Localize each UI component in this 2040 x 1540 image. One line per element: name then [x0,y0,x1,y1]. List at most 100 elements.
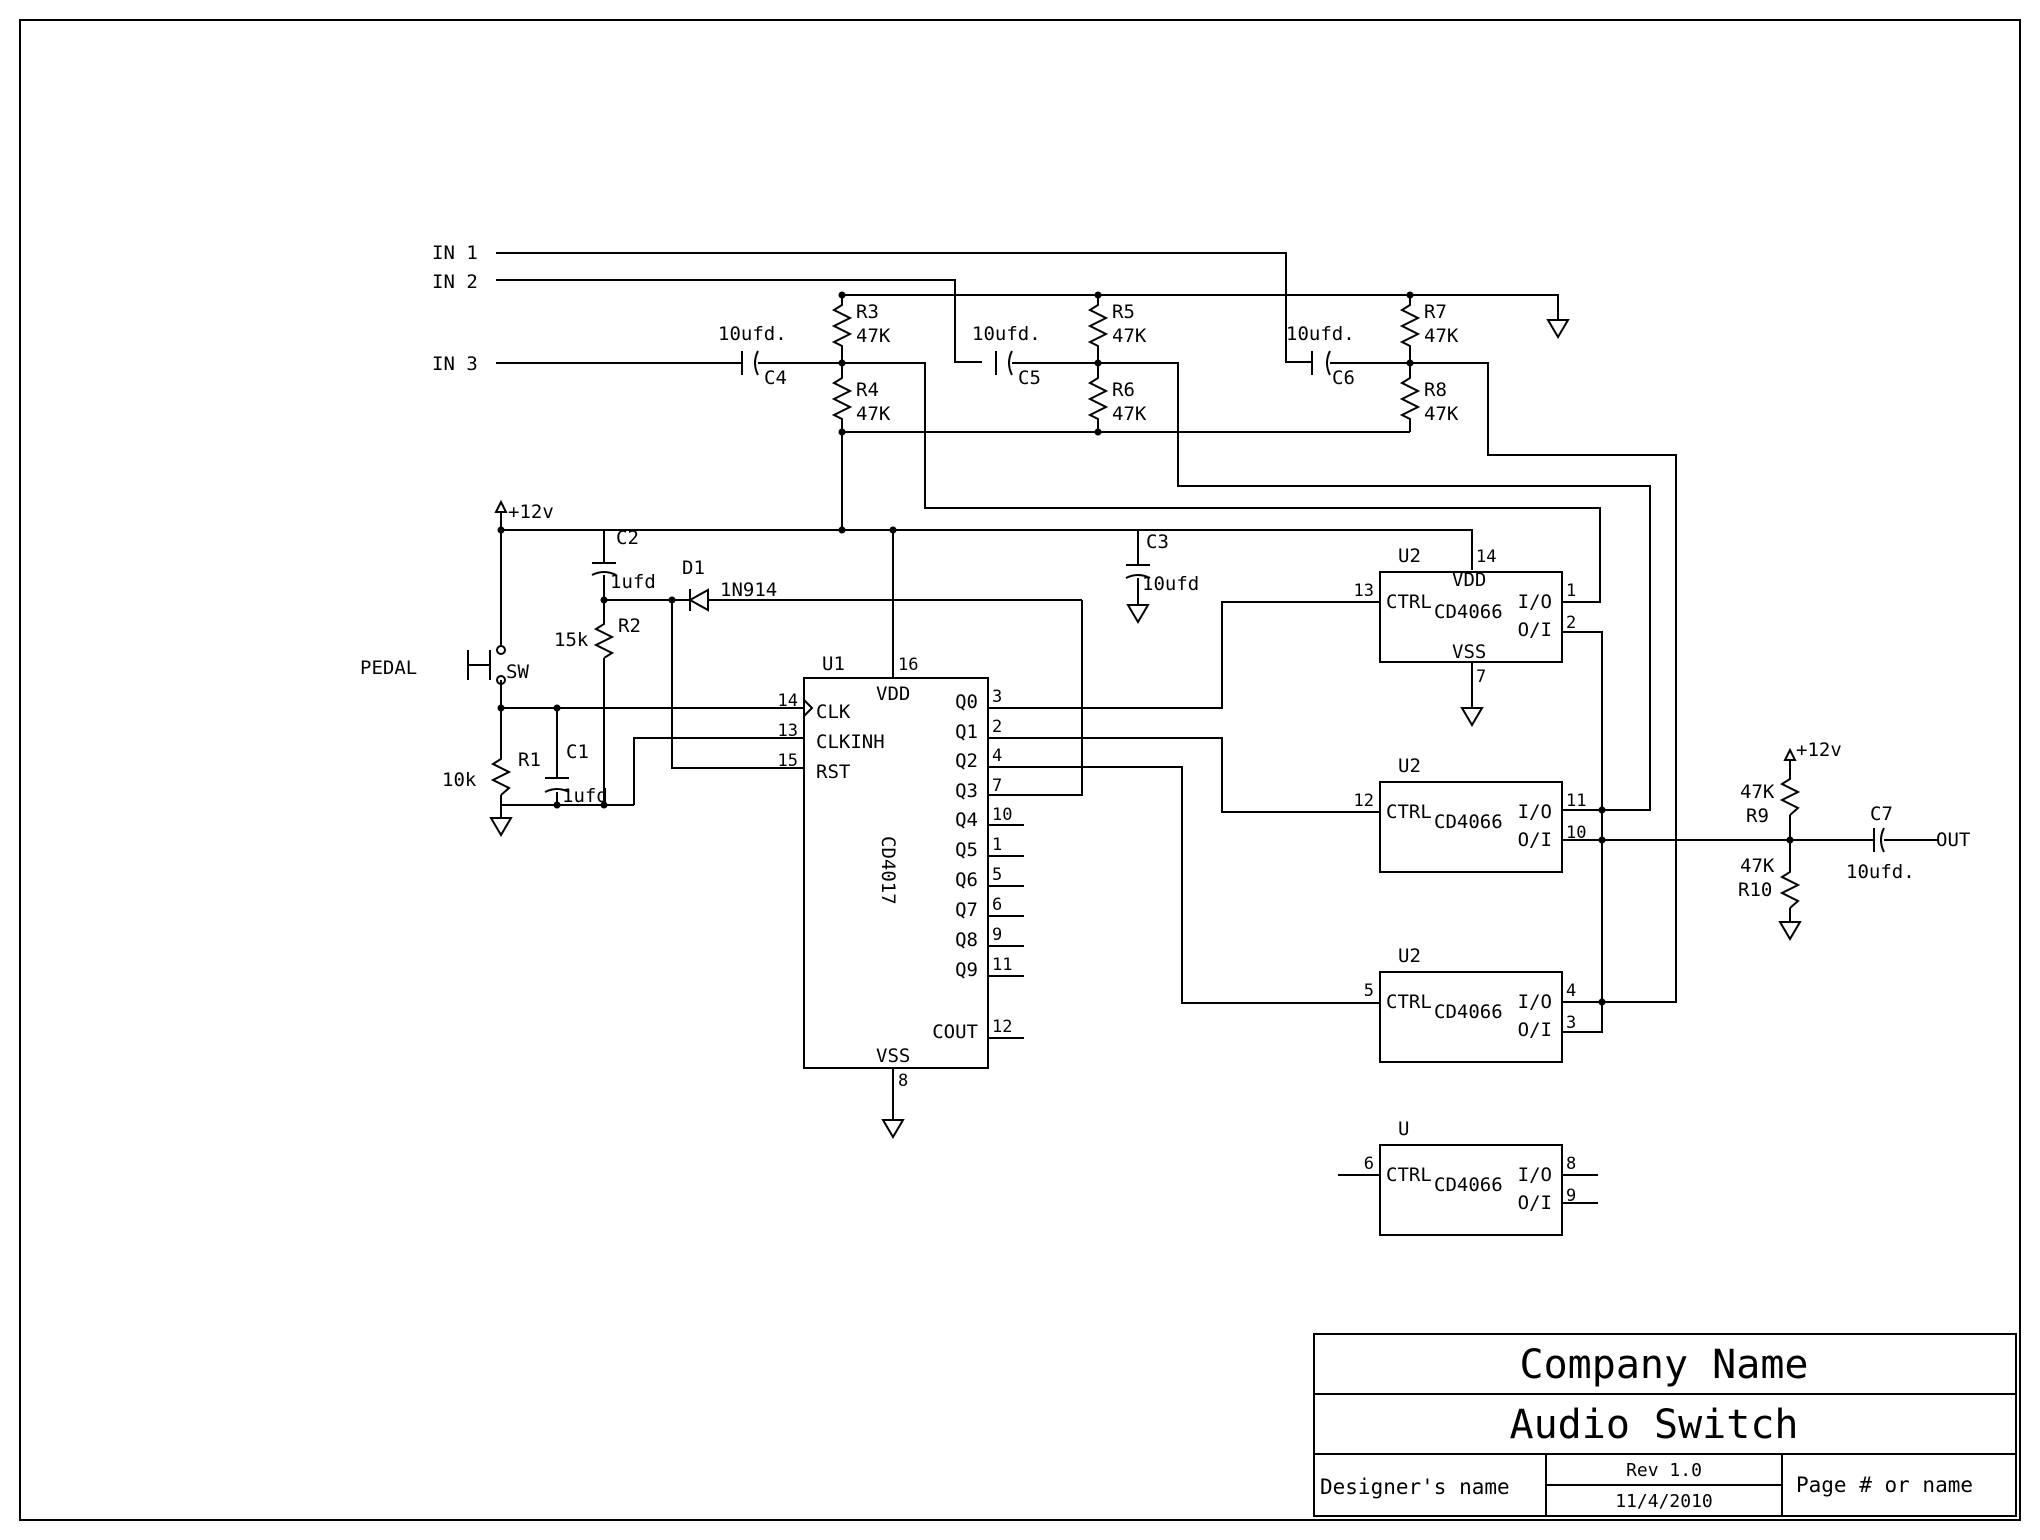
u1-right-pin-name: Q2 [955,750,978,772]
u1-vdd-label: VDD [876,683,910,705]
capacitor-symbols [544,350,1885,853]
c3-value: 10ufd [1142,573,1199,595]
wires [496,252,1938,1204]
cd4066-io-pin: 8 [1566,1154,1576,1174]
u1-right-pin-name: COUT [932,1021,978,1043]
u1-left-pin-number: 15 [778,751,798,771]
r6-value: 47K [1112,403,1147,425]
cd4066-ref: U [1398,1118,1409,1140]
cd4066-ref: U2 [1398,545,1421,567]
r7-ref: R7 [1424,301,1447,323]
cd4066-part-label: CD4066 [1434,1174,1503,1196]
cd4066-io-pin: 1 [1566,581,1576,601]
u1-ref: U1 [822,653,845,675]
cd4066-ref: U2 [1398,755,1421,777]
title-block-title: Audio Switch [1510,1402,1799,1448]
r8-ref: R8 [1424,379,1447,401]
cd4066-ctrl-label: CTRL [1386,801,1432,823]
u1-right-pin-number: 9 [992,925,1002,945]
cd4066-oi-pin: 10 [1566,823,1586,843]
u1-right-pin-number: 11 [992,955,1012,975]
cd4066-part-label: CD4066 [1434,811,1503,833]
r4-value: 47K [856,403,891,425]
d1-part: 1N914 [720,579,777,601]
ground-symbols [489,319,1802,1139]
u1-right-pin-name: Q4 [955,809,978,831]
r1-ref: R1 [518,749,541,771]
title-block-page: Page # or name [1796,1473,1973,1497]
c2-ref: C2 [616,527,639,549]
cd4066-ctrl-label: CTRL [1386,591,1432,613]
u1-right-pin-number: 12 [992,1017,1012,1037]
u1-cd4017-body [803,677,989,1069]
title-block-rev: Rev 1.0 [1626,1460,1702,1481]
cd4066-oi-pin: 9 [1566,1186,1576,1206]
r8-value: 47K [1424,403,1459,425]
r1-value: 10k [442,769,477,791]
cd4066-io-label: I/O [1518,801,1552,823]
u1-pin-stubs [803,699,1024,1039]
r10-value: 47K [1740,855,1775,877]
u1-right-pin-name: Q0 [955,691,978,713]
cd4066-ctrl-label: CTRL [1386,1164,1432,1186]
cd4066-io-label: I/O [1518,991,1552,1013]
u1-left-pin-name: RST [816,761,850,783]
junction-dots [497,291,1794,1006]
u1-right-pin-number: 5 [992,865,1002,885]
input-label-in2: IN 2 [432,271,478,293]
cd4066-ctrl-label: CTRL [1386,991,1432,1013]
c2-value: 1ufd [610,571,656,593]
title-block-date: 11/4/2010 [1615,1491,1713,1512]
title-block-company: Company Name [1520,1342,1809,1388]
supply-label-left: +12v [508,501,554,523]
resistor-symbols [490,295,1801,909]
c3-ref: C3 [1146,531,1169,553]
supply-symbols [494,499,1797,761]
u1-right-pin-name: Q9 [955,959,978,981]
u1-right-pin-name: Q7 [955,899,978,921]
switch-ref: SW [506,661,529,683]
r5-ref: R5 [1112,301,1135,323]
cd4066-io-label: I/O [1518,591,1552,613]
u1-right-pin-name: Q6 [955,869,978,891]
cd4066-ctrl-pin: 13 [1354,581,1374,601]
u2b-cd4066-body [1379,781,1563,873]
d1-ref: D1 [682,557,705,579]
u2a-cd4066-body [1379,571,1563,663]
diode-d1-symbol [687,588,709,612]
u1-vss-label: VSS [876,1045,910,1067]
sheet-border [19,19,2021,1521]
c4-ref: C4 [764,367,787,389]
c6-value: 10ufd. [1286,323,1355,345]
r7-value: 47K [1424,325,1459,347]
cd4066-oi-pin: 2 [1566,613,1576,633]
r3-value: 47K [856,325,891,347]
c7-ref: C7 [1870,803,1893,825]
cd4066-io-pin: 4 [1566,981,1576,1001]
u-cd4066-body [1379,1144,1563,1236]
cd4066-ctrl-pin: 6 [1364,1154,1374,1174]
cd4066-io-pin: 11 [1566,791,1586,811]
u1-right-pin-name: Q8 [955,929,978,951]
title-block-designer: Designer's name [1320,1475,1510,1499]
u1-left-pin-name: CLKINH [816,731,885,753]
u1-right-pin-number: 4 [992,746,1002,766]
r9-value: 47K [1740,781,1775,803]
c6-ref: C6 [1332,367,1355,389]
c1-value: 1ufd [562,785,608,807]
u1-pin-vss-num: 8 [898,1071,908,1091]
r5-value: 47K [1112,325,1147,347]
pedal-label: PEDAL [360,657,417,679]
u1-right-pin-name: Q1 [955,721,978,743]
c5-ref: C5 [1018,367,1041,389]
u1-right-pin-number: 3 [992,687,1002,707]
r4-ref: R4 [856,379,879,401]
title-block [1313,1333,2017,1517]
cd4066-ctrl-pin: 12 [1354,791,1374,811]
u1-right-pin-number: 10 [992,805,1012,825]
c4-value: 10ufd. [718,323,787,345]
r10-ref: R10 [1738,879,1772,901]
